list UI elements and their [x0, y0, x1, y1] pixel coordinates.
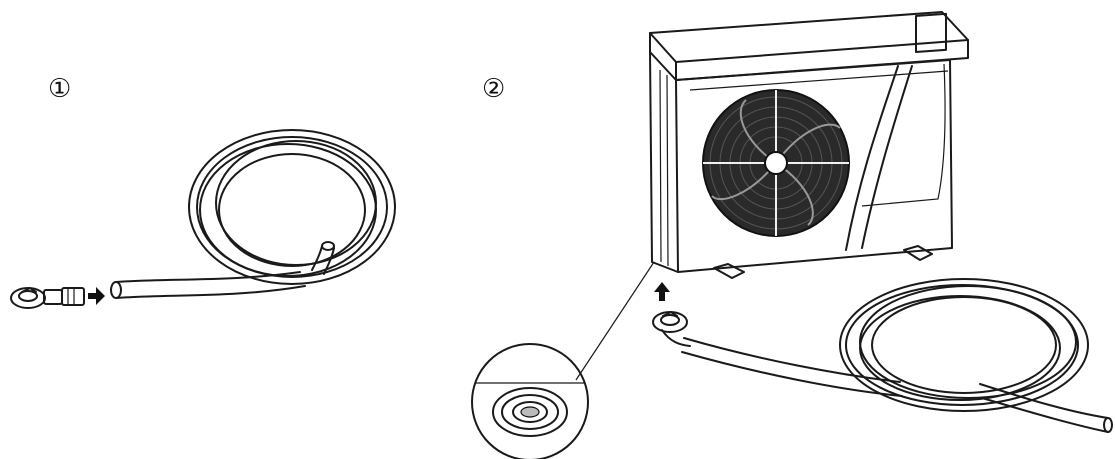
fan-icon — [702, 89, 850, 237]
leader-line — [575, 261, 655, 381]
drain-connector-icon — [10, 287, 85, 309]
hose-coil-icon — [110, 129, 396, 299]
arrow-right-icon — [88, 287, 105, 305]
step-2-label: ② — [482, 74, 505, 104]
heat-pump-unit-icon — [649, 11, 969, 279]
step-1-label: ① — [48, 74, 71, 104]
magnifier-detail-icon — [471, 343, 589, 459]
drain-connector-icon — [652, 311, 691, 347]
hose-coil-icon — [681, 278, 1113, 433]
arrow-up-icon — [654, 282, 670, 301]
